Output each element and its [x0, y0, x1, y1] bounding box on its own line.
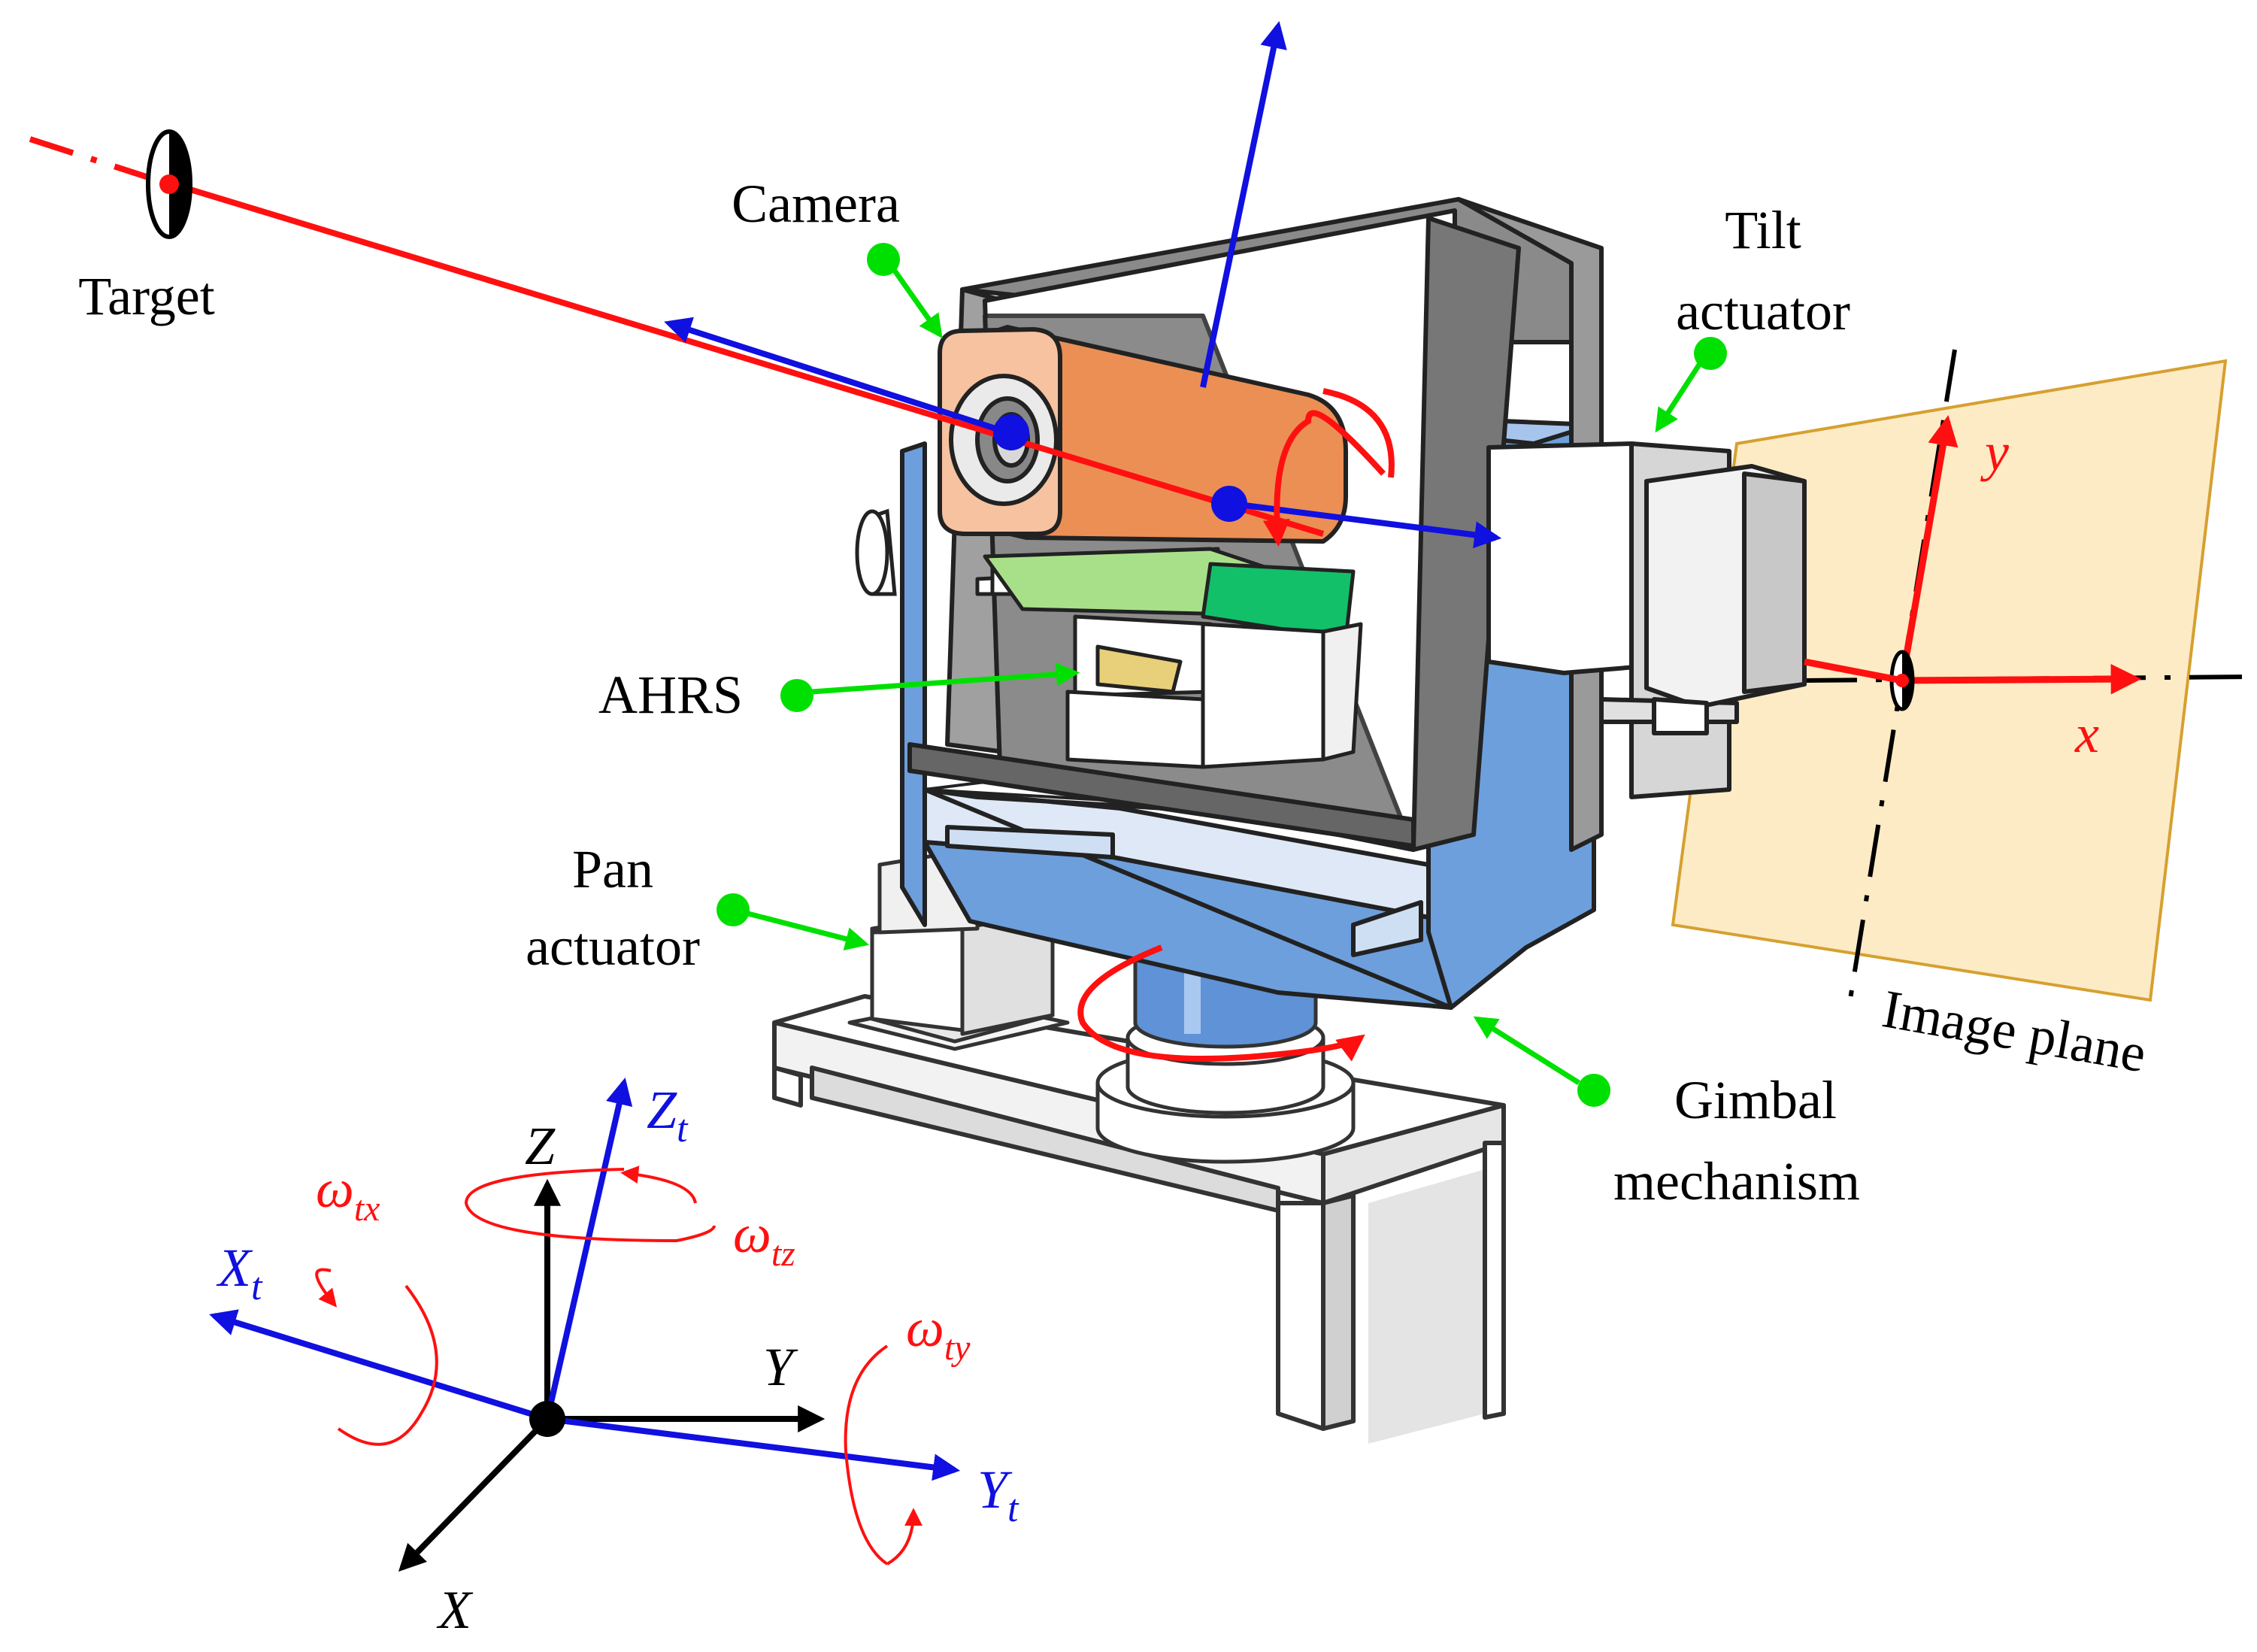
omega-tx-arc: [337, 1284, 438, 1446]
ahrs-leader: [780, 662, 1080, 712]
omega-ty-arc: [844, 1344, 889, 1566]
target-x-axis-arrow: [209, 1309, 549, 1422]
label-leaders: [716, 243, 1727, 1107]
pan-actuator-label-line2: actuator: [526, 917, 700, 977]
camera-up-axis-arrow: [1200, 20, 1287, 388]
omega-tz-arc: [464, 1168, 716, 1243]
omega-tz-arrow: [620, 1165, 697, 1204]
tilt-actuator-label-line2: actuator: [1676, 281, 1850, 341]
target-z-axis-arrow: [544, 1077, 633, 1420]
camera-leader: [867, 243, 943, 339]
optical-ray-to-plane: [1804, 658, 1903, 684]
image-x-label: x: [2074, 704, 2099, 764]
gimbal-label-line2: mechanism: [1613, 1151, 1860, 1211]
tilt-axis-dot: [1211, 486, 1247, 522]
target-x-label: Xt: [216, 1238, 263, 1308]
pan-rotation-arrow: [1077, 944, 1365, 1062]
camera-optical-axis-arrow: [664, 317, 1009, 435]
camera-axis-dot: [993, 414, 1029, 450]
image-x-axis-arrow: [1901, 663, 2142, 695]
side-boss: [855, 508, 897, 596]
pan-actuator-label-line1: Pan: [572, 839, 653, 899]
base-y-label: Y: [763, 1337, 798, 1397]
image-y-label: y: [1980, 422, 2009, 482]
camera-label: Camera: [732, 174, 900, 234]
target-label: Target: [78, 266, 215, 326]
gimbal-label-line1: Gimbal: [1674, 1070, 1837, 1130]
tilt-actuator-leader: [1655, 337, 1727, 433]
omega-ty-label: ωty: [906, 1298, 971, 1368]
omega-tx-label: ωtx: [316, 1159, 380, 1229]
tilt-rotation-arc: [1322, 388, 1395, 478]
image-y-axis-arrow: [1898, 415, 1959, 681]
pan-actuator-leader: [716, 893, 870, 950]
ahrs-label: AHRS: [598, 665, 743, 725]
gimbal-leader: [1473, 1016, 1610, 1107]
target-y-axis-arrow: [547, 1416, 961, 1481]
base-x-axis-arrow: [398, 1417, 550, 1572]
base-x-label: X: [436, 1580, 474, 1640]
tilt-actuator-label-line1: Tilt: [1725, 200, 1801, 260]
target-y-label: Yt: [977, 1460, 1019, 1530]
frame-origin-dot: [529, 1401, 565, 1437]
target-icon: [146, 129, 192, 239]
omega-tz-label: ωtz: [733, 1204, 795, 1274]
omega-tx-arrow: [315, 1268, 338, 1308]
omega-ty-arrow: [886, 1508, 922, 1566]
target-z-label: Zt: [647, 1080, 689, 1150]
internal-assembly: [975, 547, 1363, 769]
tilt-actuator: [1486, 441, 1807, 799]
image-plane: [1671, 349, 2257, 1005]
base-z-label: Z: [525, 1116, 556, 1176]
tilt-rotation-arrow: [1262, 410, 1386, 547]
line-of-sight: [29, 136, 1325, 537]
coordinate-frames: [209, 1077, 961, 1572]
